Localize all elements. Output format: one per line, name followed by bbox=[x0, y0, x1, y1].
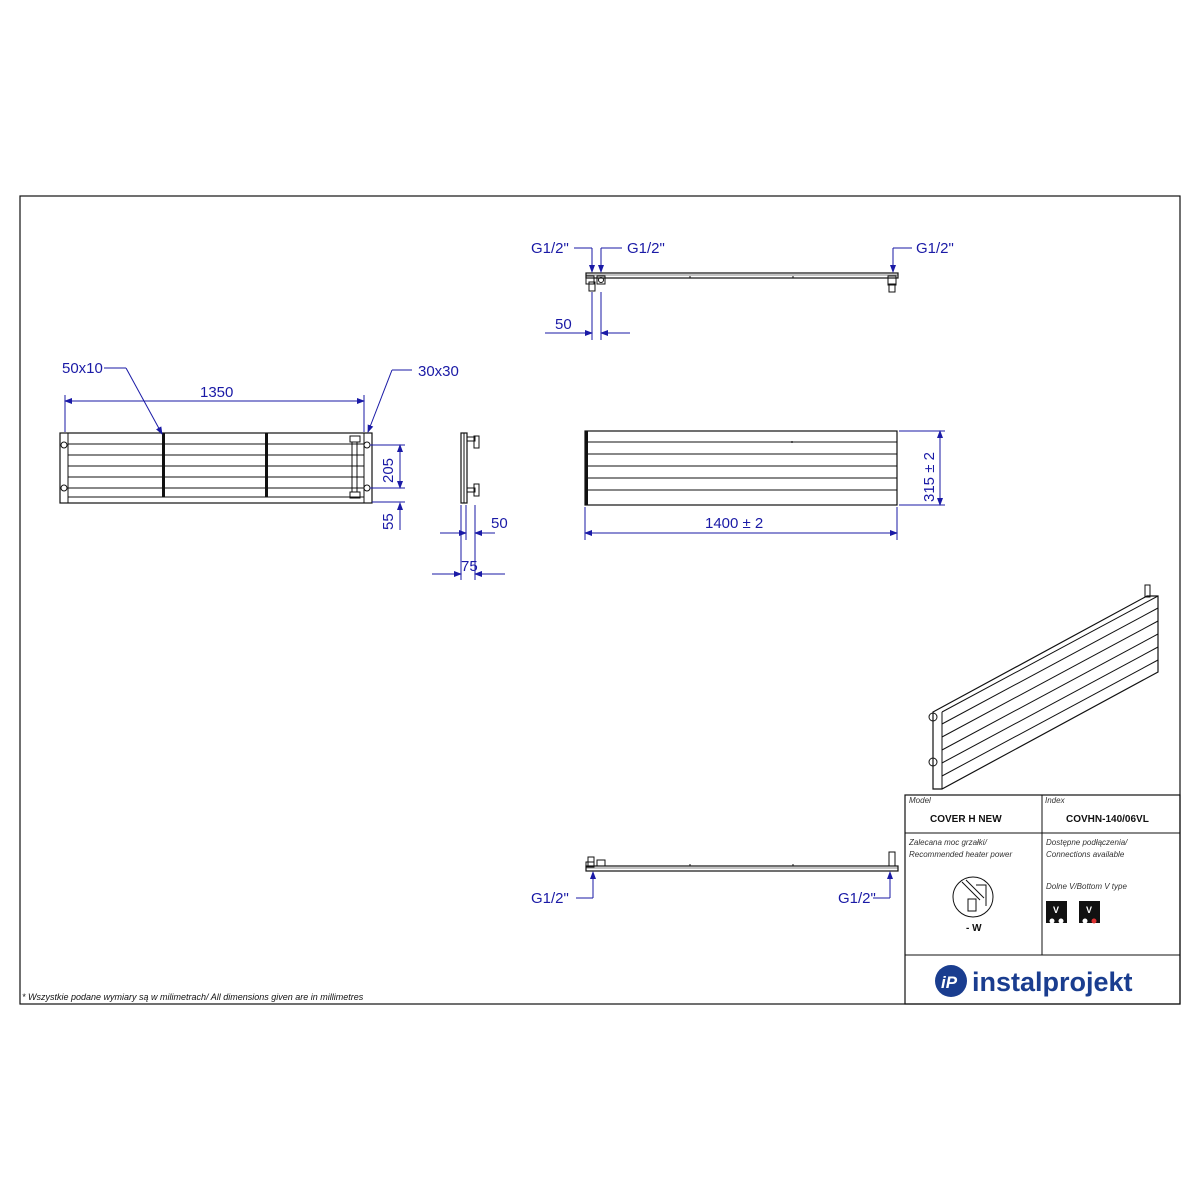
top-g12-right-label: G1/2" bbox=[916, 240, 954, 257]
connection-badge-2 bbox=[1079, 901, 1100, 924]
dim-205-label: 205 bbox=[380, 458, 397, 483]
connection-badge-1-label: V bbox=[1053, 905, 1059, 915]
rear-view-dimensions bbox=[64, 367, 412, 530]
side-dim-75-label: 75 bbox=[461, 558, 478, 575]
brand-name: instalprojekt bbox=[972, 967, 1133, 997]
side-view bbox=[460, 432, 480, 504]
title-block bbox=[904, 794, 1181, 1005]
model-label: Model bbox=[909, 796, 931, 805]
index-value: COVHN-140/06VL bbox=[1066, 814, 1149, 825]
rear-view bbox=[59, 432, 373, 504]
heater-label-pl: Zalecana moc grzałki/ bbox=[908, 838, 988, 847]
side-dim-50-label: 50 bbox=[491, 515, 508, 532]
top-view bbox=[585, 272, 899, 293]
index-label: Index bbox=[1045, 796, 1066, 805]
drawing-frame bbox=[19, 195, 1181, 1005]
top-g12-left-label: G1/2" bbox=[531, 240, 569, 257]
connections-label-en: Connections available bbox=[1046, 850, 1125, 859]
front-view-dimensions bbox=[584, 430, 945, 540]
profile-size-label: 50x10 bbox=[62, 360, 103, 377]
connection-badge-1 bbox=[1046, 901, 1067, 924]
top-view-dimensions bbox=[545, 247, 912, 340]
collector-size-label: 30x30 bbox=[418, 363, 459, 380]
heater-label-en: Recommended heater power bbox=[909, 850, 1013, 859]
connections-label-pl: Dostępne podłączenia/ bbox=[1046, 838, 1128, 847]
isometric-view bbox=[928, 584, 1159, 790]
brand-logo-icon bbox=[935, 965, 967, 997]
model-value: COVER H NEW bbox=[930, 814, 1002, 825]
dim-1350-label: 1350 bbox=[200, 384, 233, 401]
dim-315-label: 315 ± 2 bbox=[921, 452, 938, 502]
connection-type-label: Dolne V/Bottom V type bbox=[1046, 882, 1127, 891]
heater-value: - W bbox=[966, 923, 982, 934]
units-note: * Wszystkie podane wymiary są w milimetr… bbox=[22, 992, 364, 1002]
top-g12-middle-label: G1/2" bbox=[627, 240, 665, 257]
dim-55-label: 55 bbox=[380, 513, 397, 530]
bottom-view-dimensions bbox=[576, 871, 893, 899]
front-view bbox=[584, 430, 898, 506]
bottom-g12-right-label: G1/2" bbox=[838, 890, 876, 907]
brand-logo-mark: iP bbox=[941, 973, 958, 992]
top-dim-50-label: 50 bbox=[555, 316, 572, 333]
heater-icon bbox=[952, 876, 994, 918]
dim-1400-label: 1400 ± 2 bbox=[705, 515, 763, 532]
connection-badge-2-label: V bbox=[1086, 905, 1092, 915]
side-view-dimensions bbox=[432, 505, 505, 580]
bottom-view bbox=[585, 851, 899, 872]
bottom-g12-left-label: G1/2" bbox=[531, 890, 569, 907]
